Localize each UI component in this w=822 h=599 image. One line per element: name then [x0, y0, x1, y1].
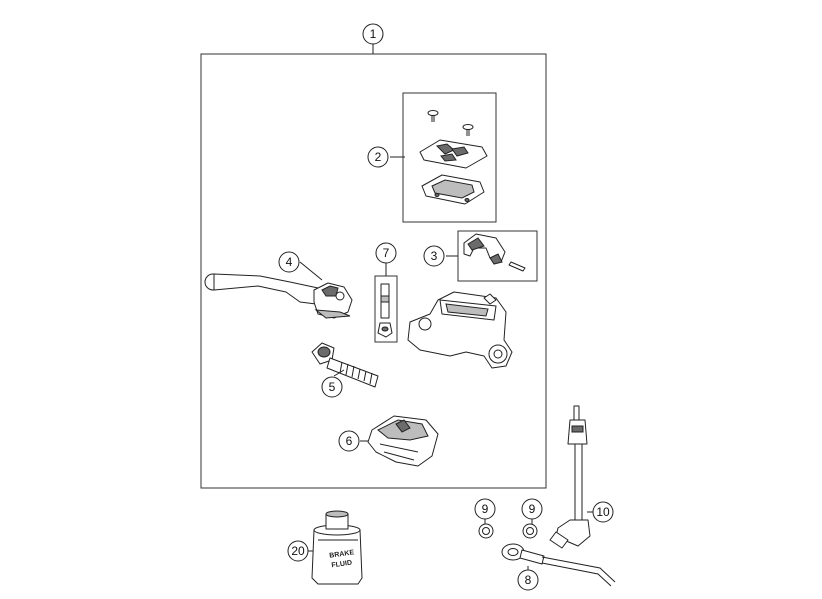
callout-number: 9 [482, 502, 489, 516]
brake-hose-part [549, 405, 593, 549]
brake-lever-part [204, 261, 353, 319]
master-cylinder-body [407, 291, 513, 369]
sealing-washer [478, 519, 494, 539]
callout-10: 10 [592, 501, 614, 523]
callout-9-right: 9 [521, 498, 543, 520]
brake-fluid-bottle: BRAKE FLUID [308, 510, 363, 585]
callout-number: 4 [286, 255, 293, 269]
callout-5: 5 [321, 376, 343, 398]
cover-screw [427, 110, 439, 122]
callout-20: 20 [287, 540, 309, 562]
callout-3: 3 [423, 245, 445, 267]
callout-4: 4 [278, 251, 300, 273]
clamp-part [446, 233, 526, 272]
callout-2: 2 [367, 146, 389, 168]
cover-screw [462, 124, 474, 136]
bottle-label-line1: BRAKE [329, 549, 355, 559]
bottle-label-line2: FLUID [331, 560, 352, 570]
reservoir-cover-part [390, 110, 488, 205]
sealing-washer [522, 519, 538, 539]
adjuster-bolt-part [311, 342, 379, 388]
callout-6: 6 [338, 430, 360, 452]
callout-7: 7 [375, 242, 397, 276]
callout-9-left: 9 [474, 498, 496, 520]
callout-number: 9 [529, 502, 536, 516]
protective-cover-part [360, 415, 439, 467]
assembly-frame-1 [200, 44, 547, 489]
callout-number: 7 [383, 246, 390, 260]
callout-number: 8 [525, 573, 532, 587]
callout-number: 3 [431, 249, 438, 263]
callout-number: 10 [596, 505, 610, 519]
callout-number: 1 [370, 27, 377, 41]
callout-number: 20 [291, 544, 305, 558]
callout-1: 1 [362, 23, 384, 45]
callout-8: 8 [517, 569, 539, 591]
callout-number: 6 [346, 434, 353, 448]
piston-pin-part [377, 283, 393, 338]
banjo-bolt-part [501, 543, 616, 587]
callout-number: 2 [375, 150, 382, 164]
callout-number: 5 [329, 380, 336, 394]
